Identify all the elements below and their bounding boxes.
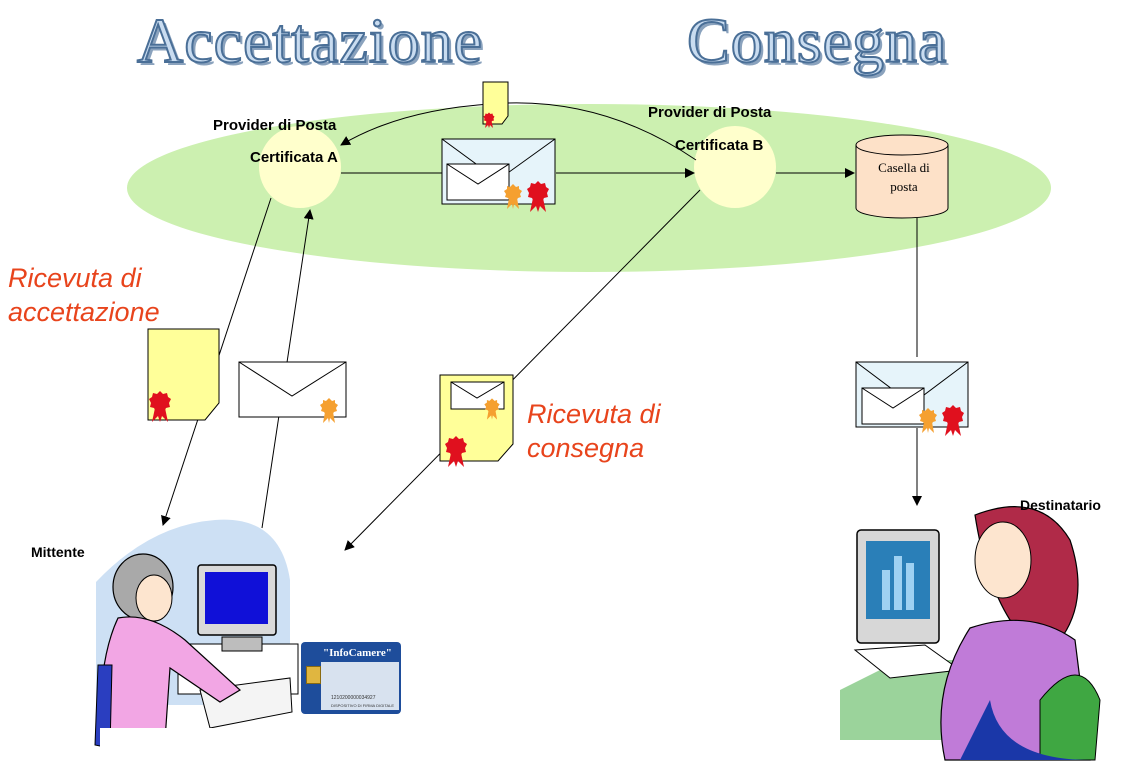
- provider-b-label-line1: Provider di Posta: [648, 104, 772, 121]
- sender-person-clipart: [94, 519, 299, 768]
- mailbox-cylinder: [855, 134, 949, 219]
- sender-label: Mittente: [31, 544, 85, 560]
- received-envelope-icon: [855, 361, 969, 436]
- acceptance-receipt-caption: Ricevuta di accettazione: [8, 261, 160, 329]
- provider-network-area: [127, 104, 1051, 272]
- card-caption: DISPOSITIVO DI FIRMA DIGITALE: [331, 703, 395, 708]
- delivery-title: Consegna: [686, 4, 948, 77]
- mailbox-label-line2: posta: [890, 179, 918, 194]
- mailbox-label: Casella di posta: [854, 158, 954, 196]
- delivery-receipt-caption-line1: Ricevuta di: [527, 399, 661, 429]
- card-info-strip: [321, 662, 399, 710]
- acceptance-receipt-caption-line1: Ricevuta di: [8, 263, 142, 293]
- arrow-delivery-receipt-to-sender: [344, 189, 701, 551]
- delivery-receipt-caption: Ricevuta di consegna: [527, 397, 661, 465]
- recipient-label: Destinatario: [1020, 497, 1101, 513]
- provider-a-label-line2: Certificata A: [250, 149, 338, 166]
- provider-a-node: [259, 126, 341, 208]
- provider-b-node: [694, 126, 776, 208]
- acceptance-receipt-caption-line2: accettazione: [8, 297, 160, 327]
- provider-b-label-line2: Certificata B: [675, 137, 764, 154]
- recipient-person-clipart: [840, 506, 1101, 769]
- top-certificate-icon: [482, 81, 509, 128]
- mailbox-label-line1: Casella di: [878, 160, 930, 175]
- card-chip-icon: [306, 666, 321, 684]
- card-number: 1210200000034927: [331, 695, 376, 701]
- delivery-receipt-icon: [439, 374, 514, 467]
- digital-signature-card: "InfoCamere" 1210200000034927 DISPOSITIV…: [301, 642, 401, 714]
- acceptance-title: Accettazione: [136, 4, 483, 77]
- certified-envelope-icon: [441, 138, 556, 212]
- delivery-receipt-caption-line2: consegna: [527, 433, 645, 463]
- card-logo: "InfoCamere": [323, 647, 392, 659]
- acceptance-receipt-icon: [147, 328, 220, 422]
- outgoing-envelope-icon: [238, 361, 347, 423]
- provider-a-label-line1: Provider di Posta: [213, 117, 337, 134]
